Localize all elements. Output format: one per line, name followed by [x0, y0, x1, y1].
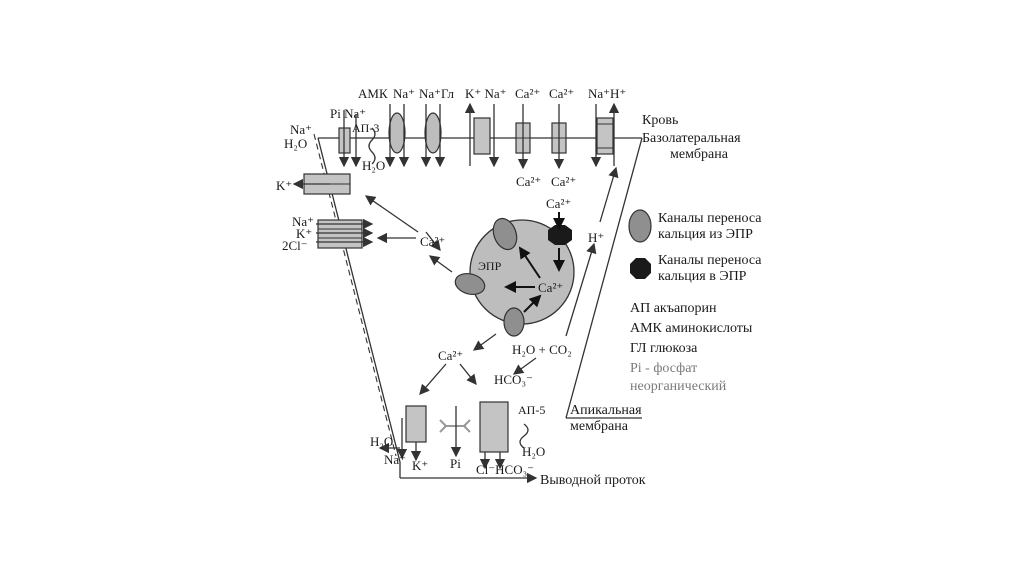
label-duct: Выводной проток — [540, 473, 646, 488]
ca-release-channel-2 — [454, 272, 486, 296]
label-na-h: Na⁺H⁺ — [588, 86, 626, 101]
legend-uptake-2: кальция в ЭПР — [658, 269, 747, 284]
label-h2o-left: H₂O — [284, 136, 307, 151]
aquaporin-3-icon — [368, 127, 376, 165]
legend-release-channel-icon — [628, 209, 652, 243]
glucose-transporter — [424, 112, 442, 154]
legend-pi-2: неорганический — [630, 379, 727, 394]
aquaporin-5-icon — [519, 423, 529, 449]
na-k-pump — [473, 117, 491, 155]
legend-amk: АМК аминокислоты — [630, 321, 753, 336]
label-ca-top: Ca²⁺ — [546, 196, 571, 211]
label-na-cotr: Na⁺ — [292, 214, 314, 229]
label-k-bl: K⁺ — [412, 458, 428, 473]
label-h2o-co2: H₂O + CO₂ — [512, 342, 572, 357]
label-epr: ЭПР — [478, 259, 502, 273]
label-na-bl: Na⁺ — [384, 452, 406, 467]
label-h2o-top: H₂O — [362, 158, 385, 173]
ca-release-channel-1 — [492, 217, 518, 251]
amk-transporter — [388, 112, 406, 154]
label-cl-cotr: 2Cl⁻ — [282, 238, 308, 253]
ca-release-channel-3 — [503, 307, 525, 337]
label-ca-low: Ca²⁺ — [438, 348, 463, 363]
na-h-exchanger — [596, 117, 614, 155]
label-cl-hco3: Cl⁻HCO₃⁻ — [476, 462, 534, 477]
label-blood: Кровь — [642, 113, 678, 128]
ca-uptake-pump — [548, 225, 572, 245]
legend-release-2: кальция из ЭПР — [658, 227, 753, 242]
label-na-gl: Na⁺Гл — [419, 86, 455, 101]
label-apical-1: Апикальная — [570, 403, 642, 418]
epr-organelle — [454, 212, 575, 337]
legend-gl: ГЛ глюкоза — [630, 341, 698, 356]
legend-labels: Каналы переноса кальция из ЭПР Каналы пе… — [630, 211, 762, 394]
label-h-plus: H⁺ — [588, 230, 604, 245]
top-labels: АМК Na⁺ Na⁺Гл K⁺ Na⁺ Ca²⁺ Ca²⁺ Na⁺H⁺ Pi … — [330, 86, 626, 189]
label-ap5: АП-5 — [518, 403, 545, 417]
legend-symbols — [628, 209, 652, 279]
label-ca1: Ca²⁺ — [515, 86, 540, 101]
label-basolateral-2: мембрана — [670, 147, 729, 162]
label-k-na: K⁺ Na⁺ — [465, 86, 507, 101]
legend-pi-1: Pi - фосфат — [630, 361, 697, 376]
interior-labels: ЭПР Ca²⁺ Ca²⁺ Ca²⁺ H⁺ H₂O + CO₂ Ca²⁺ HCO… — [420, 196, 604, 387]
label-na1: Na⁺ — [393, 86, 415, 101]
legend-uptake-1: Каналы переноса — [658, 253, 762, 268]
label-ca-left: Ca²⁺ — [420, 234, 445, 249]
bottom-labels: H₂O Na⁺ K⁺ Pi Cl⁻HCO₃⁻ АП-5 H₂O — [370, 403, 545, 477]
label-amk: АМК — [358, 86, 388, 101]
label-h2o-br: H₂O — [522, 444, 545, 459]
label-na-left: Na⁺ — [290, 122, 312, 137]
nkcc-cotransporter — [317, 219, 363, 249]
lateral-transporters — [292, 173, 374, 249]
legend-ap: АП акъапорин — [630, 301, 717, 316]
apical-k-channel — [405, 405, 427, 443]
label-apical-2: мембрана — [570, 419, 629, 434]
label-basolateral-1: Базолатеральная — [642, 131, 741, 146]
legend-uptake-pump-icon — [630, 258, 651, 279]
label-h2o-bl: H₂O — [370, 434, 393, 449]
label-ca-in-epr: Ca²⁺ — [538, 280, 563, 295]
left-labels: Na⁺ H₂O K⁺ Na⁺ K⁺ 2Cl⁻ — [276, 122, 314, 253]
apical-transporters — [378, 401, 538, 484]
label-hco3: HCO₃⁻ — [494, 372, 533, 387]
label-ca-under2: Ca²⁺ — [551, 174, 576, 189]
label-ca-under1: Ca²⁺ — [516, 174, 541, 189]
label-pi-na: Pi Na⁺ — [330, 106, 366, 121]
label-k-left: K⁺ — [276, 178, 292, 193]
membrane-labels: Кровь Базолатеральная мембрана Апикальна… — [540, 113, 741, 488]
label-ap3: АП-3 — [352, 121, 379, 135]
aquaporin-5-arrows — [439, 419, 471, 433]
cl-hco3-channel — [479, 401, 509, 453]
label-pi-bl: Pi — [450, 456, 461, 471]
label-k-cotr: K⁺ — [296, 226, 312, 241]
interior-arrows — [364, 166, 619, 395]
legend-release-1: Каналы переноса — [658, 211, 762, 226]
label-ca2: Ca²⁺ — [549, 86, 574, 101]
basolateral-arrows — [338, 102, 620, 170]
